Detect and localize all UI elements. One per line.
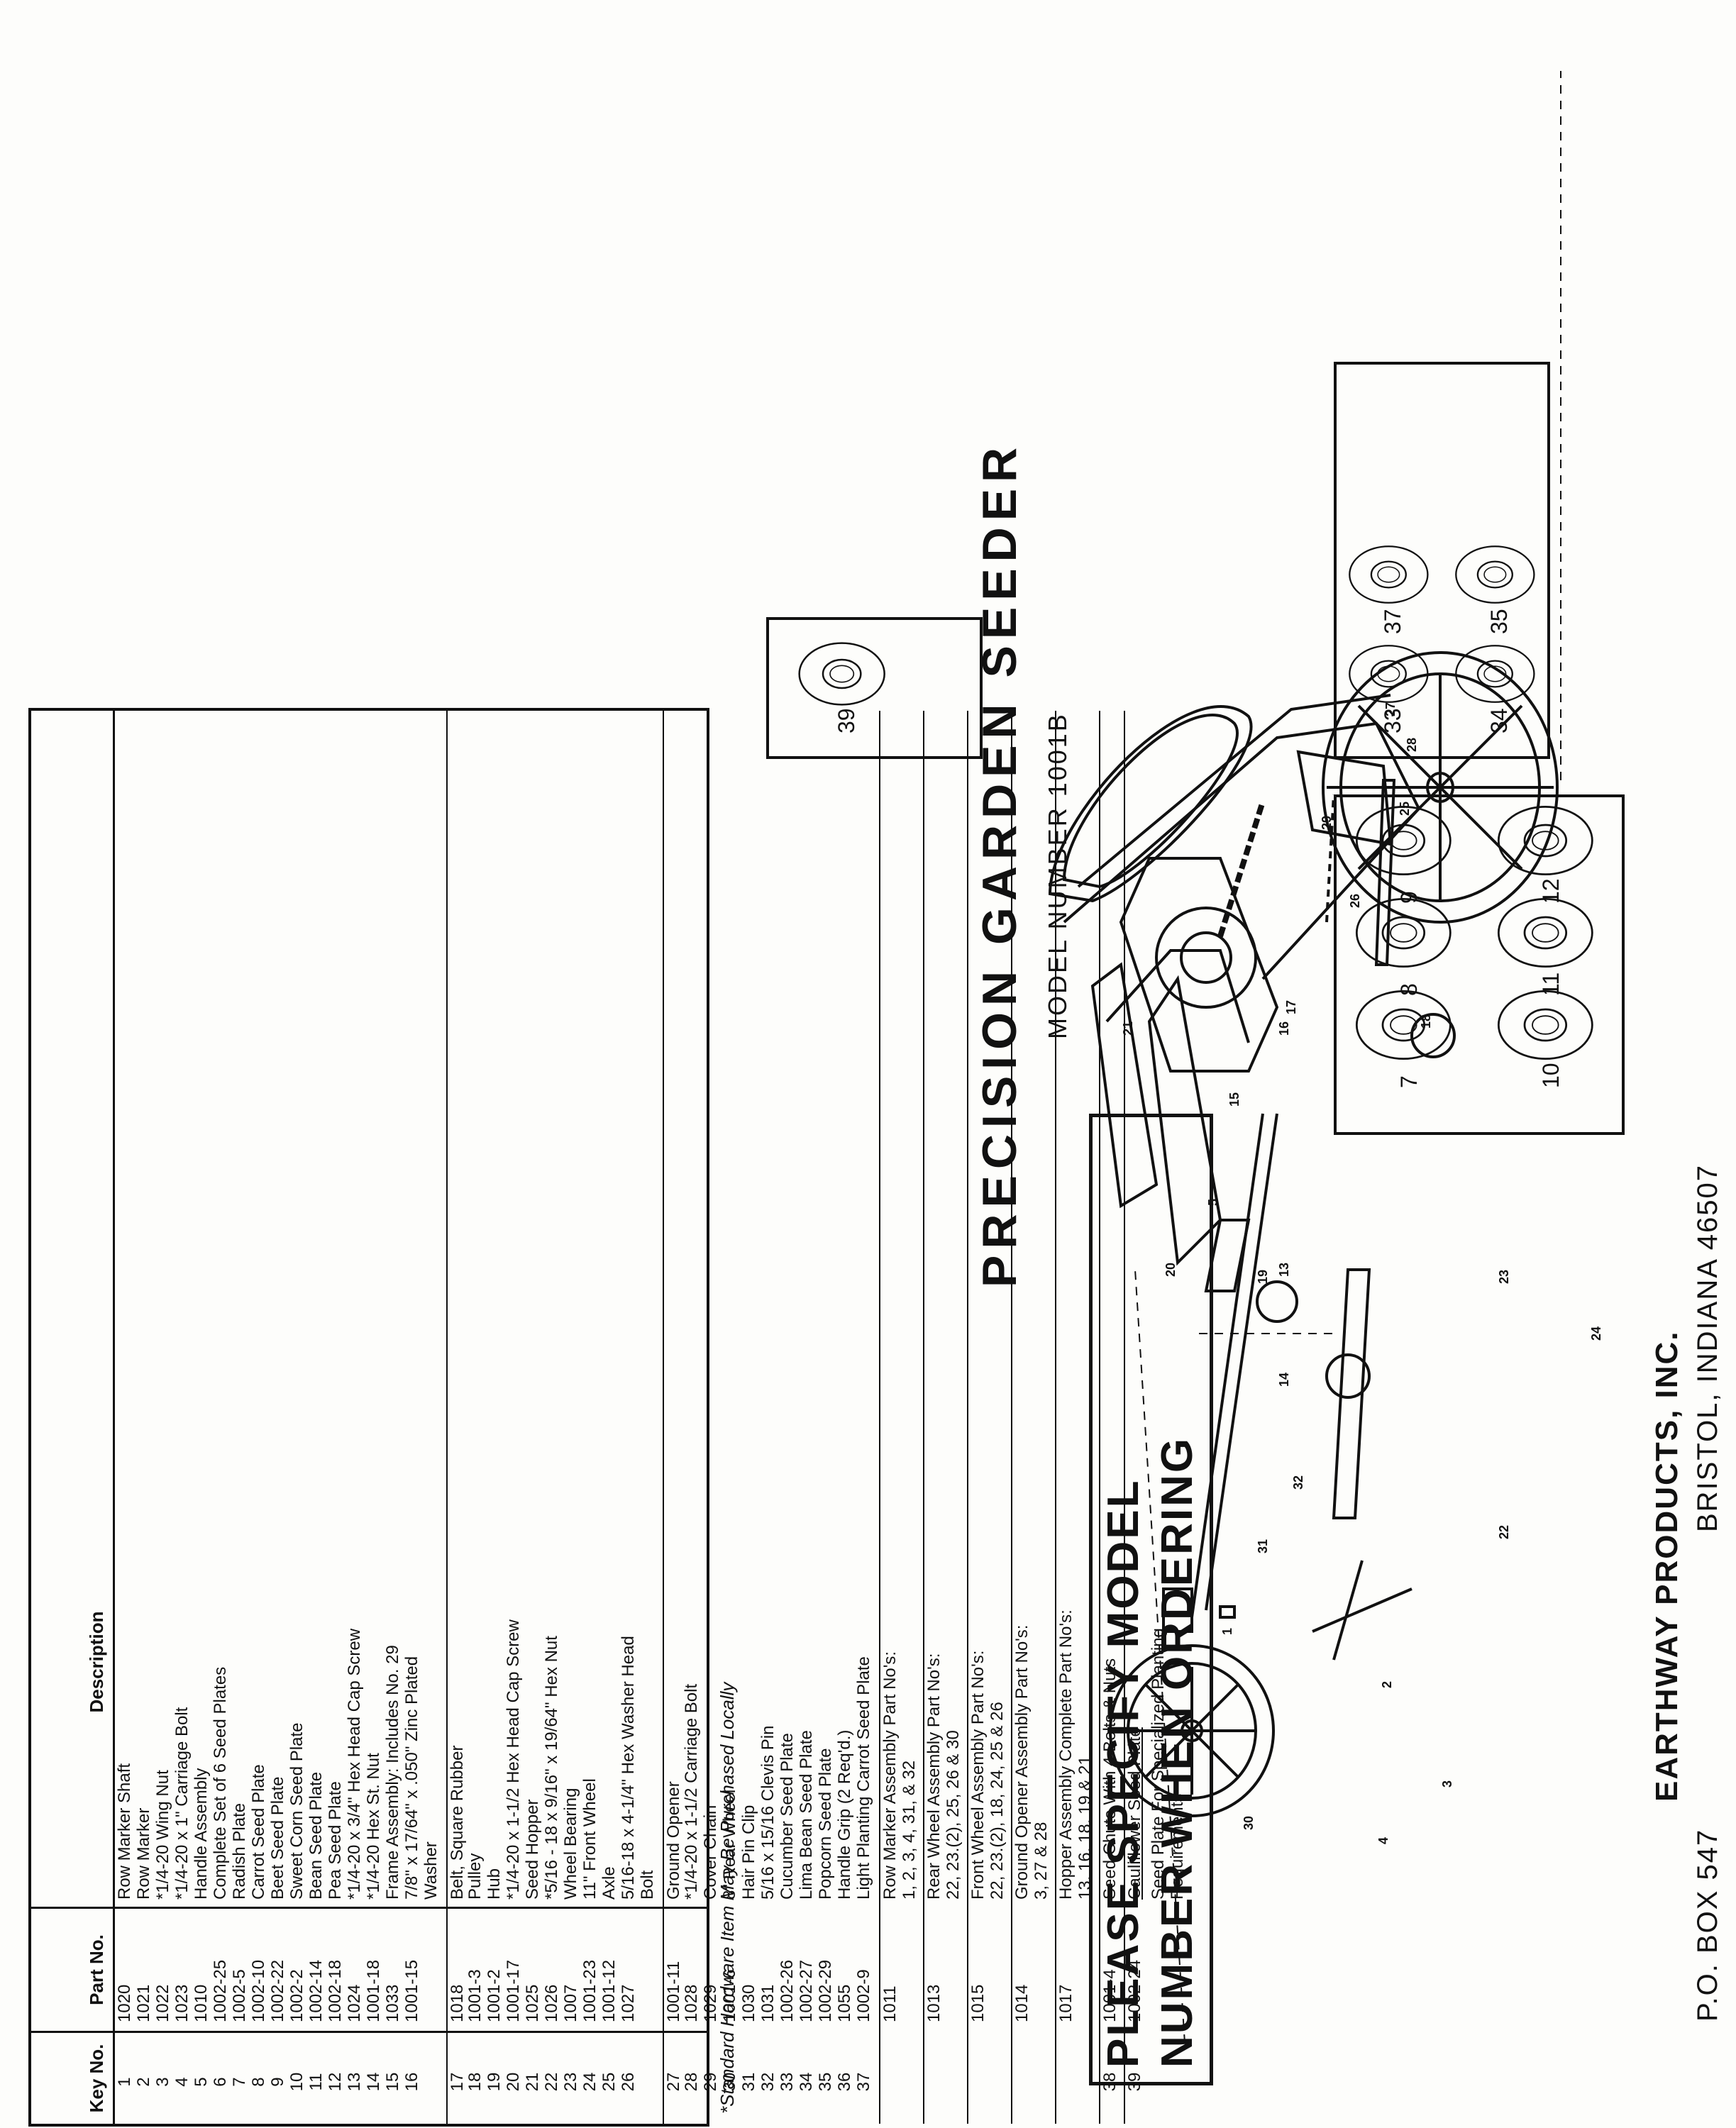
row-marker xyxy=(1312,1560,1412,1661)
ground-opener xyxy=(1296,750,1393,846)
guide-line xyxy=(1134,1269,1185,2044)
callout-28: 28 xyxy=(1405,737,1419,752)
hub xyxy=(1256,1280,1298,1323)
callout-24: 24 xyxy=(1589,1326,1603,1341)
pulley xyxy=(1410,1013,1456,1058)
callout-32: 32 xyxy=(1291,1475,1305,1490)
seed-plate-graphic xyxy=(1355,897,1452,968)
callout-20: 20 xyxy=(1163,1262,1178,1277)
callout-27: 27 xyxy=(1383,702,1398,716)
company-name: EARTHWAY PRODUCTS, INC. xyxy=(1649,1330,1684,1802)
seed-plate-graphic xyxy=(1497,897,1593,968)
callout-16: 16 xyxy=(1277,1021,1291,1036)
seed-plate-graphic xyxy=(1455,545,1535,604)
seed-plate-11 xyxy=(1490,894,1614,972)
square-rubber-belt xyxy=(1048,705,1253,903)
callout-19: 19 xyxy=(1256,1269,1270,1284)
frame-assembly xyxy=(1063,694,1421,1266)
rear-wheel xyxy=(1109,1644,1275,1817)
callout-26: 26 xyxy=(1348,893,1362,908)
seed-plate-39 xyxy=(795,638,901,709)
callout-5: 5 xyxy=(1206,1198,1220,1206)
callout-25: 25 xyxy=(1398,801,1412,816)
callout-13: 13 xyxy=(1277,1262,1291,1277)
seed-hopper xyxy=(1119,857,1279,1073)
pulley xyxy=(1325,1353,1371,1399)
hex-washer-head-bolt xyxy=(1325,794,1335,923)
callout-23: 23 xyxy=(1497,1269,1511,1284)
callout-2: 2 xyxy=(1380,1680,1394,1688)
callout-30: 30 xyxy=(1242,1815,1256,1830)
callout-3: 3 xyxy=(1440,1780,1454,1788)
axle xyxy=(1374,779,1396,966)
seed-plate-35 xyxy=(1454,539,1547,610)
seed-plate-37 xyxy=(1348,539,1440,610)
seed-plate-graphic xyxy=(798,642,885,706)
po-box: P.O. BOX 547 xyxy=(1692,1828,1723,2022)
seed-plate-graphic xyxy=(1349,545,1429,604)
seed-plate-10 xyxy=(1490,986,1614,1064)
callout-15: 15 xyxy=(1227,1092,1242,1107)
callout-29: 29 xyxy=(1320,815,1334,830)
callout-4: 4 xyxy=(1376,1836,1391,1844)
seed-plate-8 xyxy=(1348,894,1472,972)
callout-1: 1 xyxy=(1220,1627,1234,1635)
callout-22: 22 xyxy=(1497,1524,1511,1539)
seed-plate-graphic xyxy=(1497,990,1593,1060)
row-marker-shaft xyxy=(1332,1268,1371,1519)
callout-31: 31 xyxy=(1256,1539,1270,1553)
callout-21: 21 xyxy=(1121,1021,1135,1036)
cover-chain xyxy=(1217,800,1266,938)
front-wheel xyxy=(1322,651,1559,924)
handle-assembly xyxy=(1162,1113,1278,1633)
callout-14: 14 xyxy=(1277,1372,1291,1387)
callout-18: 18 xyxy=(1419,1014,1433,1029)
city-address: BRISTOL, INDIANA 46507 xyxy=(1692,1163,1723,1532)
callout-17: 17 xyxy=(1284,999,1298,1014)
